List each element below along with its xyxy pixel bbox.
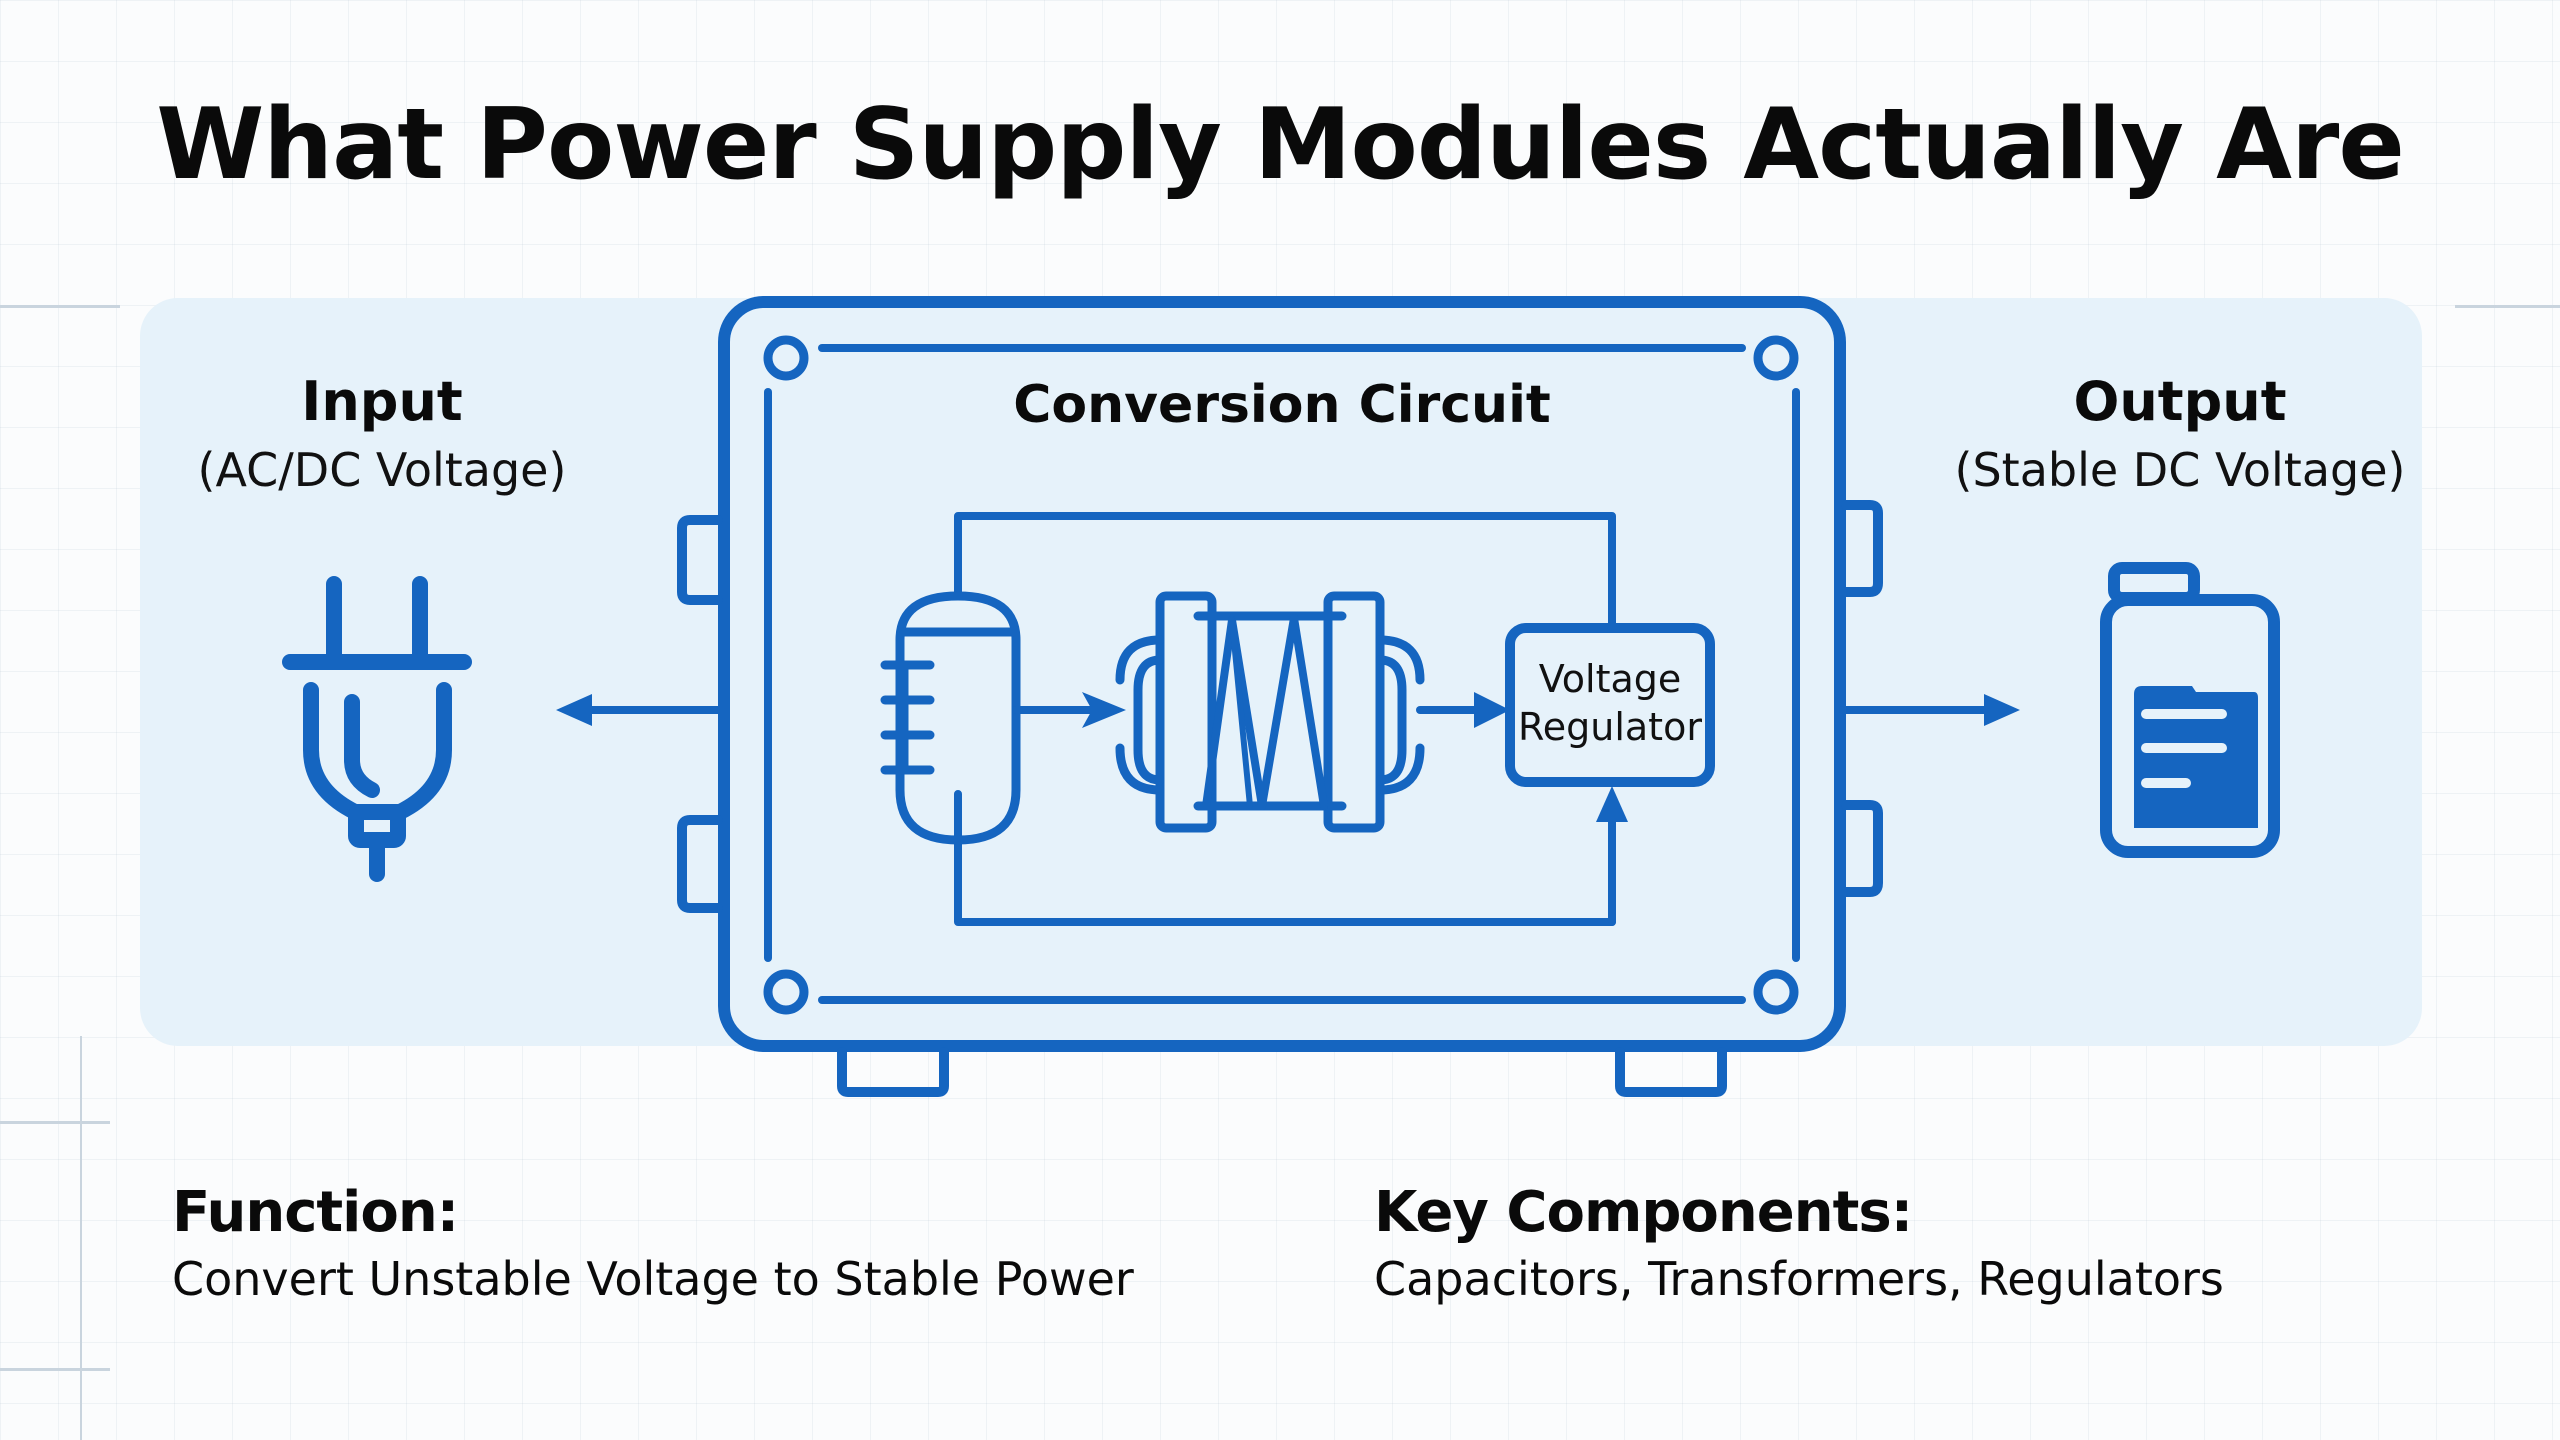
capacitor-icon: [880, 591, 1021, 845]
grid-accent-line: [0, 305, 120, 308]
plug-icon: [282, 576, 472, 882]
module-heading: Conversion Circuit: [1013, 375, 1551, 435]
flow-arrow: [1416, 692, 1510, 728]
function-body: Convert Unstable Voltage to Stable Power: [172, 1252, 1134, 1306]
input-subheading: (AC/DC Voltage): [198, 443, 567, 497]
module-enclosure: [677, 296, 1883, 1097]
output-heading: Output: [2073, 370, 2286, 433]
grid-accent-line: [0, 1121, 110, 1124]
key-components-heading: Key Components:: [1374, 1180, 1913, 1245]
output-arrow: [1839, 694, 2020, 726]
regulator-label-line1: Voltage: [1539, 657, 1682, 701]
regulator-label-line2: Regulator: [1518, 705, 1702, 749]
grid-accent-line: [0, 1368, 110, 1371]
flow-arrow: [1012, 692, 1126, 728]
screw-icon: [763, 335, 809, 381]
function-heading: Function:: [172, 1180, 459, 1245]
battery-icon: [2100, 562, 2280, 858]
input-arrow: [556, 694, 724, 726]
input-heading: Input: [301, 370, 462, 433]
feedback-arrow: [1596, 786, 1628, 926]
screw-icon: [1753, 969, 1799, 1015]
voltage-regulator-box: Voltage Regulator: [1505, 623, 1715, 787]
output-subheading: (Stable DC Voltage): [1955, 443, 2406, 497]
page-title: What Power Supply Modules Actually Are: [156, 88, 2405, 202]
grid-accent-line: [80, 1036, 82, 1440]
transformer-icon: [1115, 591, 1425, 833]
grid-accent-line: [2455, 305, 2560, 308]
screw-icon: [763, 969, 809, 1015]
key-components-body: Capacitors, Transformers, Regulators: [1374, 1252, 2224, 1306]
screw-icon: [1753, 335, 1799, 381]
